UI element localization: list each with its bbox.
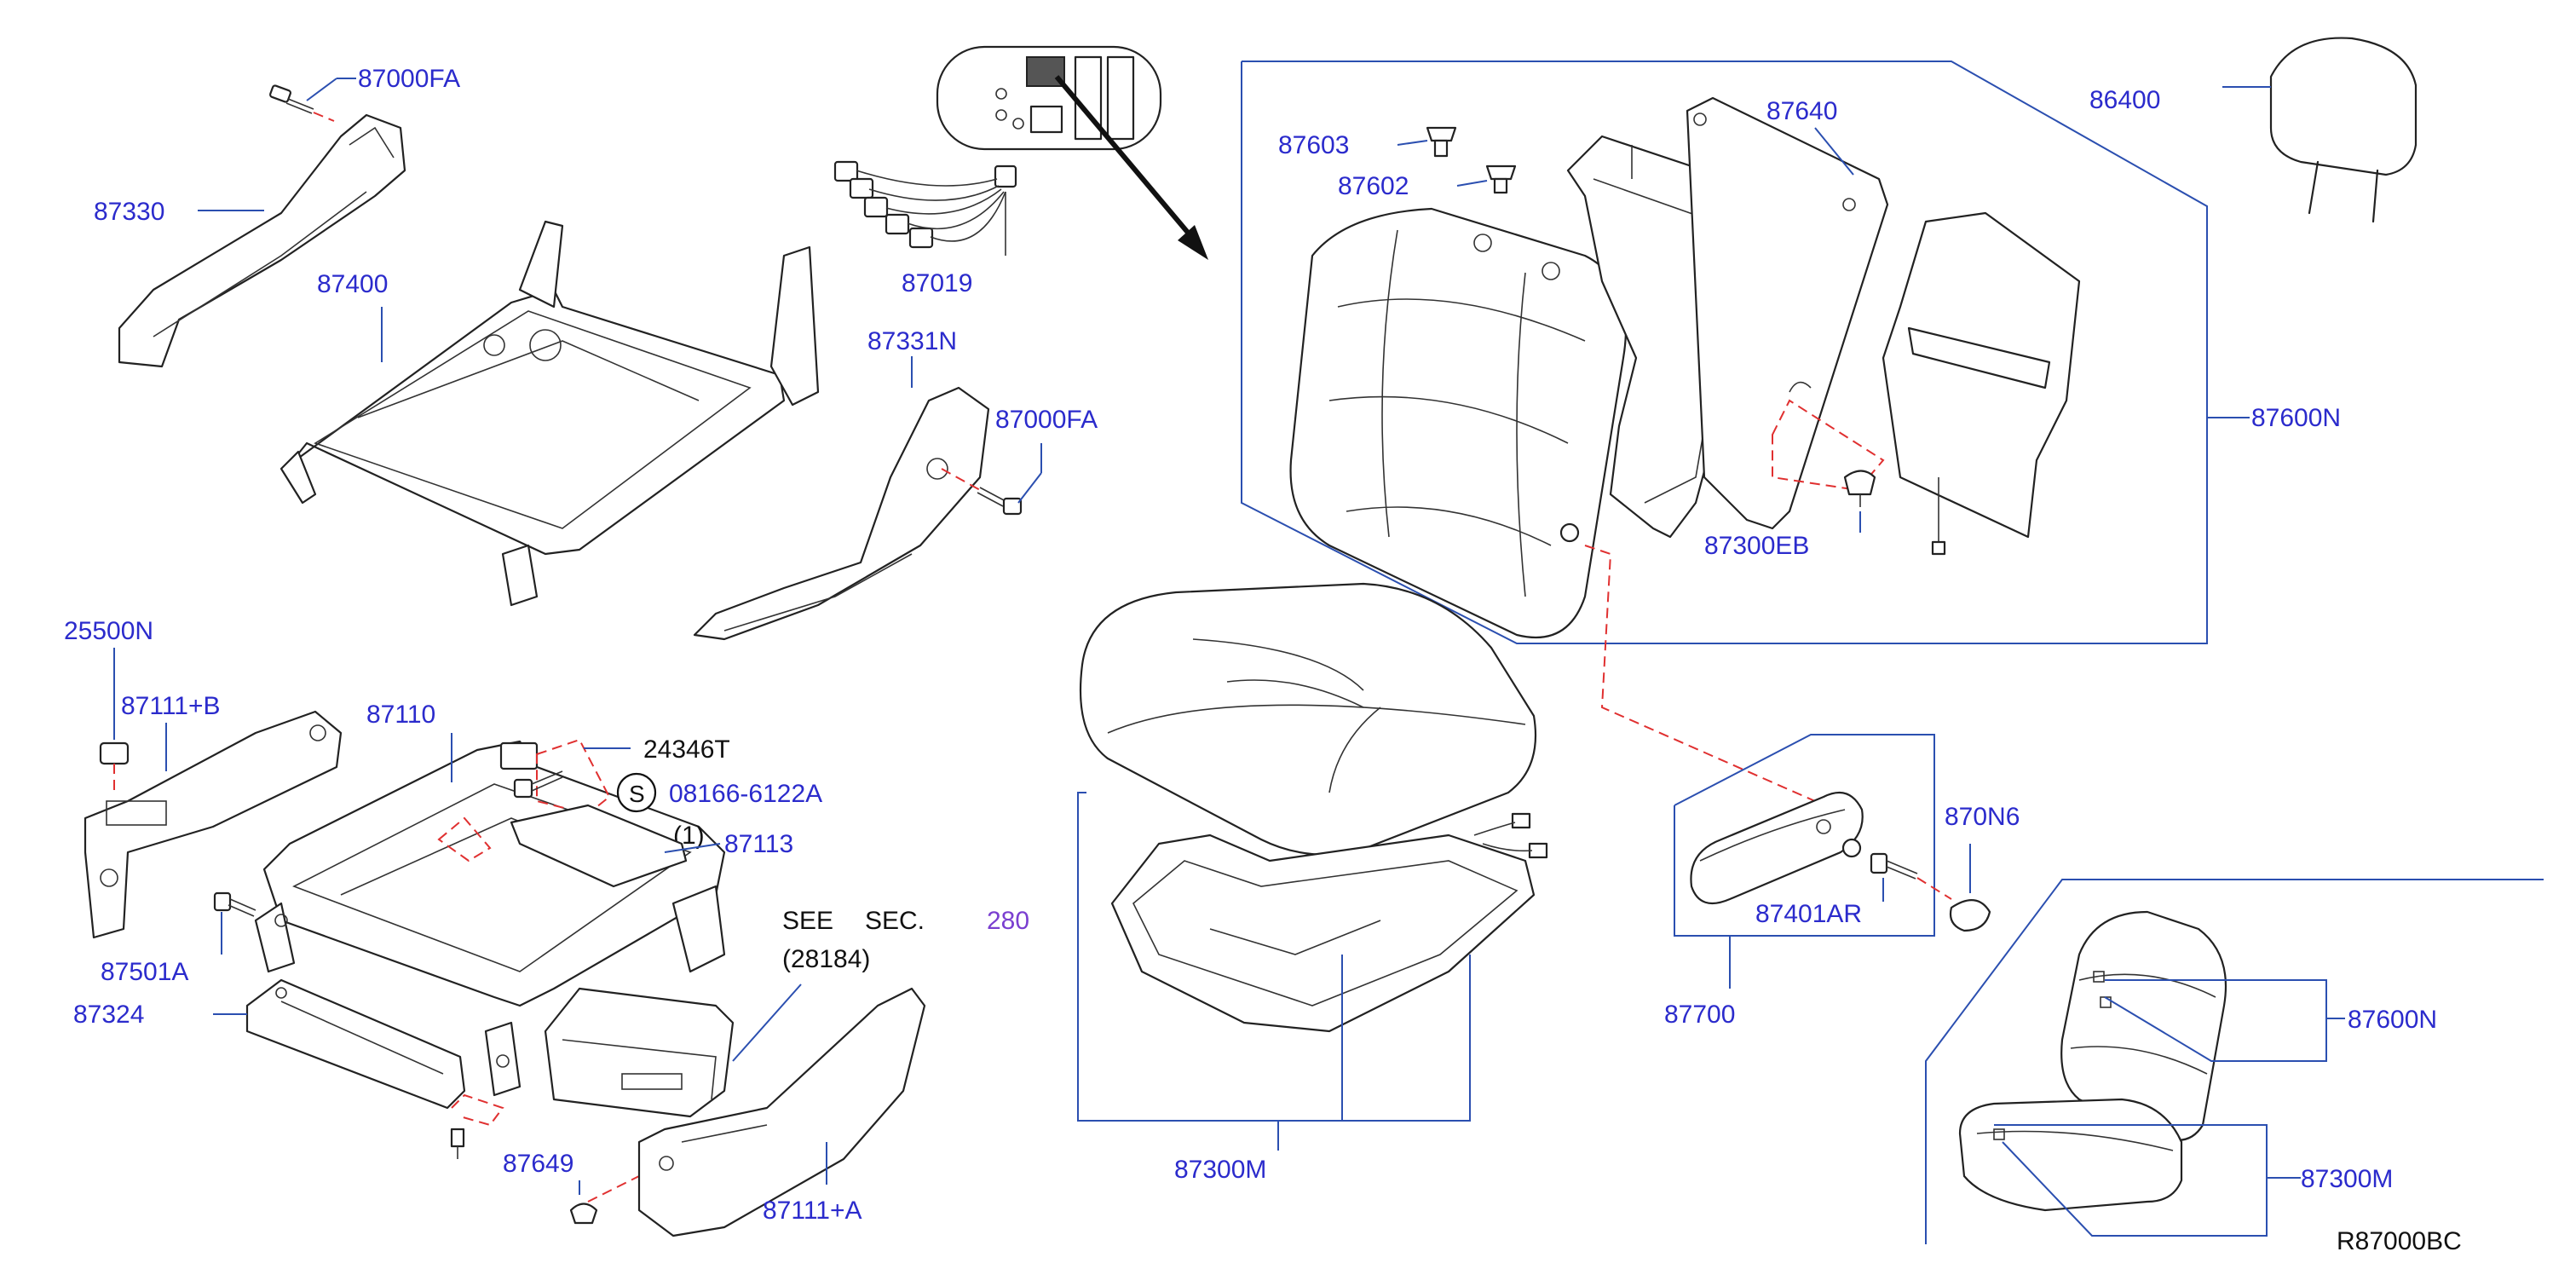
label-87110: 87110 [366, 701, 435, 729]
label-87640: 87640 [1766, 97, 1837, 125]
label-87331n: 87331N [867, 327, 957, 355]
label-87602: 87602 [1338, 172, 1409, 200]
wire-harness-87019 [833, 160, 1017, 256]
bolt-87000fa-top [269, 84, 335, 122]
seatback-group-frame [1241, 61, 2208, 644]
bolt-08166-6122a [513, 770, 563, 799]
label-87113: 87113 [724, 830, 793, 858]
seatback-trim [1882, 211, 2081, 556]
label-87600n-inset: 87600N [2348, 1006, 2437, 1034]
label-87000fa-mid: 87000FA [995, 406, 1098, 434]
section-number-link[interactable]: 280 [987, 907, 1029, 935]
label-87700: 87700 [1664, 1001, 1735, 1029]
label-87000fa-top: 87000FA [358, 65, 460, 93]
bolt-87401ar [1870, 852, 1952, 900]
label-87649: 87649 [503, 1150, 573, 1178]
inset-seatback [2060, 910, 2227, 1141]
inset-cushion-bracket [1994, 1124, 2268, 1237]
connector-24346t [499, 738, 611, 816]
label-87401ar: 87401AR [1755, 900, 1862, 928]
seat-cover-87330 [118, 113, 406, 368]
label-25500n: 25500N [64, 617, 153, 645]
clip-87300eb [1843, 470, 1876, 507]
label-08166-6122a: 08166-6122A [669, 780, 822, 808]
label-87111a: 87111+A [763, 1197, 862, 1225]
inset-seatback-bracket [2104, 979, 2327, 1062]
label-87300m-inset: 87300M [2301, 1165, 2393, 1193]
cushion-group-bracket [1077, 792, 1471, 1122]
headrest-86400 [2269, 37, 2418, 223]
label-87603: 87603 [1278, 131, 1349, 159]
control-panel-inset [936, 45, 1162, 151]
base-frame-87110 [254, 740, 726, 1097]
label-87324: 87324 [73, 1001, 144, 1029]
bracket-87113 [510, 804, 688, 888]
fastener-group-dashed [437, 816, 492, 862]
section-ref-label: (28184) [782, 945, 870, 973]
armrest-group-frame [1674, 734, 1935, 937]
label-87501a: 87501A [101, 958, 188, 986]
seat-cushion-pad [1079, 582, 1537, 856]
clip-87603 [1426, 126, 1457, 158]
switch-25500n [99, 741, 130, 765]
side-cover-87111a [637, 987, 926, 1237]
cushion-connectors [1473, 812, 1548, 859]
diagram-code: R87000BC [2337, 1227, 2462, 1255]
label-87330: 87330 [94, 198, 164, 226]
label-87019: 87019 [902, 269, 972, 297]
trim-87324 [245, 978, 504, 1159]
back-board-87640 [1686, 96, 1889, 530]
label-24346t: 24346T [643, 735, 730, 764]
label-870n6: 870N6 [1945, 803, 2020, 831]
label-87111b: 87111+B [121, 692, 221, 720]
cap-870n6 [1949, 899, 1991, 932]
armrest-87700 [1690, 791, 1864, 905]
s-mark-letter: S [629, 781, 645, 807]
seat-cushion-frame [1110, 834, 1536, 1033]
control-module [544, 987, 735, 1118]
clip-87602 [1485, 164, 1517, 194]
armrest-mount-dashed [1584, 545, 1816, 802]
label-87400: 87400 [317, 270, 388, 298]
label-87300eb: 87300EB [1704, 532, 1809, 560]
see-label: SEE [782, 907, 833, 935]
seat-frame-87400 [279, 220, 820, 607]
seatback-pad [1289, 207, 1628, 639]
washer-87401ar [1841, 838, 1862, 858]
side-cover-87331n [693, 386, 990, 641]
s-mark-symbol: S [616, 772, 657, 813]
bolt-87000fa-mid [941, 468, 1023, 516]
sec-label: SEC. [865, 907, 925, 935]
side-cover-87111b [84, 710, 343, 939]
inset-frame [1925, 879, 2544, 1244]
label-87600n-main: 87600N [2251, 404, 2341, 432]
arrow-to-seatback [1054, 75, 1208, 260]
inset-cushion [1958, 1098, 2183, 1212]
bolt-87501a [213, 891, 256, 917]
label-87300m-main: 87300M [1174, 1156, 1266, 1184]
label-86400: 86400 [2089, 86, 2160, 114]
